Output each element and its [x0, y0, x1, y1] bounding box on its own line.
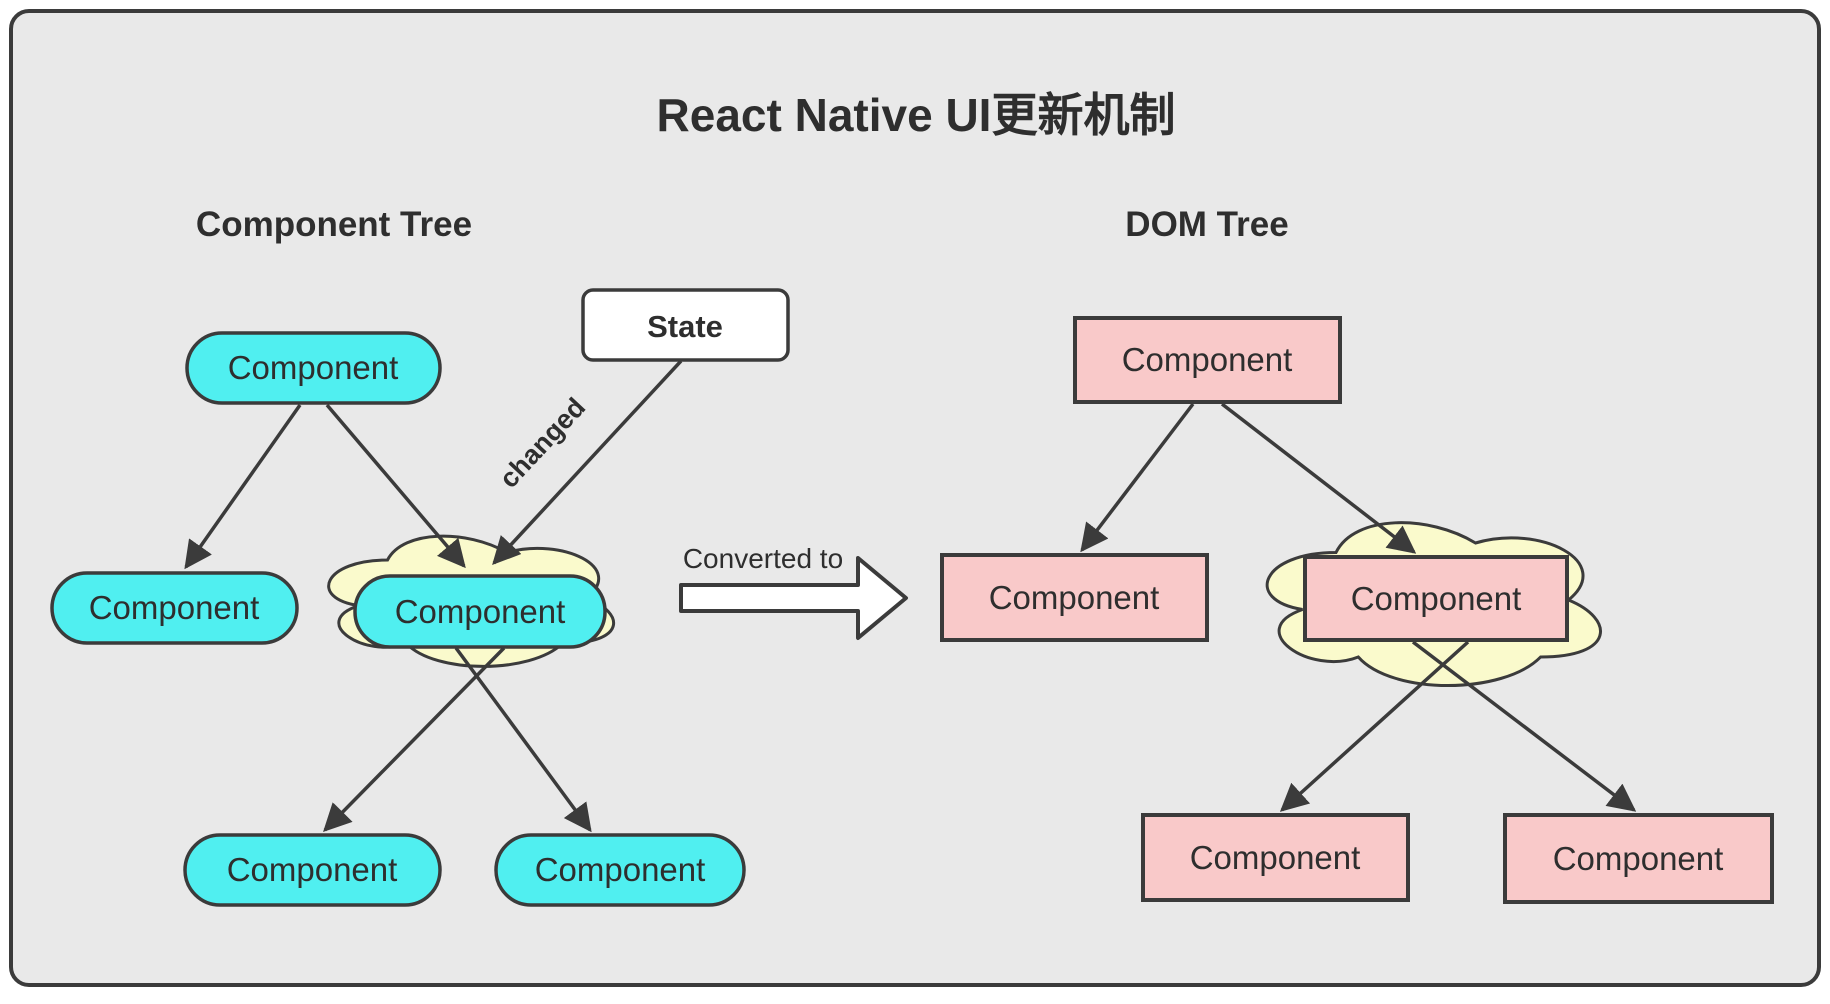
node-label: Component	[1553, 840, 1724, 877]
node-shape	[185, 331, 442, 405]
diagram-frame	[9, 9, 1821, 987]
diagram-title: React Native UI更新机制	[657, 89, 1176, 141]
node-label: Component	[89, 589, 260, 626]
node-shape	[940, 553, 1209, 642]
component-node-grandchild-left: Component	[183, 833, 442, 907]
node-shape	[1303, 555, 1569, 642]
state-box: State	[581, 288, 790, 362]
node-shape	[1503, 813, 1774, 904]
dom-node-grandchild-left: Component	[1141, 813, 1410, 902]
node-shape	[183, 833, 442, 907]
dom-node-grandchild-right: Component	[1503, 813, 1774, 904]
converted-to-label: Converted to	[683, 543, 843, 574]
block-arrow-shape	[679, 556, 908, 640]
component-node-grandchild-right: Component	[494, 833, 746, 907]
node-shape	[1073, 316, 1342, 404]
state-box-label: State	[647, 309, 723, 344]
node-shape	[50, 571, 299, 645]
node-shape	[1141, 813, 1410, 902]
edge-dom-root-to-child-updated	[1220, 402, 1417, 554]
edge-updated-to-grandchild-right	[1411, 640, 1637, 812]
edge-component-root-to-child-left	[184, 403, 302, 570]
node-label: Component	[989, 579, 1160, 616]
component-node-child-left: Component	[50, 571, 299, 645]
edge-component-root-to-child-changed	[325, 403, 466, 569]
dom-node-root: Component	[1073, 316, 1342, 404]
node-label: Component	[227, 851, 398, 888]
edge-state-changed	[492, 359, 683, 566]
node-label: Component	[395, 593, 566, 630]
component-node-child-changed: Component	[353, 574, 607, 649]
state-box-shape	[581, 288, 790, 362]
component-node-root: Component	[185, 331, 442, 405]
node-label: Component	[1190, 839, 1361, 876]
edge-dom-root-to-child-left	[1080, 402, 1195, 553]
dom-node-child-updated: Component	[1303, 555, 1569, 642]
dom-tree-heading: DOM Tree	[1125, 205, 1288, 244]
edge-changed-to-grandchild-right	[454, 646, 592, 833]
node-label: Component	[1122, 341, 1293, 378]
component-tree-heading: Component Tree	[196, 205, 472, 244]
node-label: Component	[1351, 580, 1522, 617]
edge-updated-to-grandchild-left	[1279, 640, 1470, 812]
dom-node-child-left: Component	[940, 553, 1209, 642]
node-label: Component	[228, 349, 399, 386]
node-shape	[494, 833, 746, 907]
converted-to-arrow: Converted to	[679, 543, 908, 640]
tree-edges	[184, 359, 1637, 833]
node-shape	[353, 574, 607, 649]
node-label: Component	[535, 851, 706, 888]
edge-changed-to-grandchild-left	[323, 646, 506, 832]
